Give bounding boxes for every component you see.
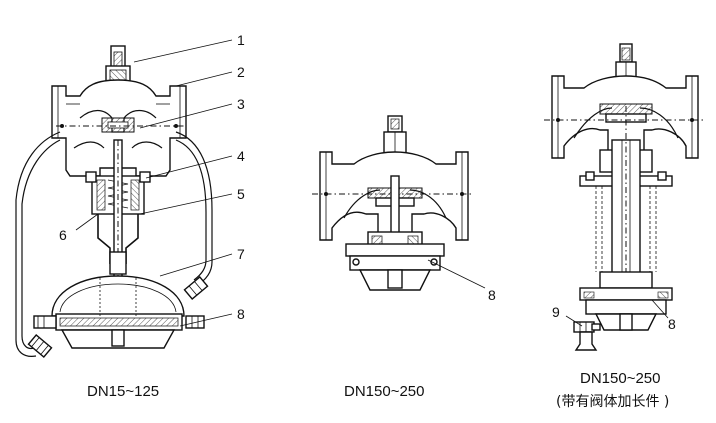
figure-2-caption: DN150~250 <box>344 383 424 400</box>
callout-3: 3 <box>237 96 245 112</box>
figure-2-valve <box>312 115 486 291</box>
figure-3-subcaption: (带有阀体加长件 ) <box>556 394 669 410</box>
figure-3-caption: DN150~250 <box>580 370 660 387</box>
callout-8-fig3: 8 <box>668 316 676 332</box>
callout-1: 1 <box>237 32 245 48</box>
callout-8: 8 <box>237 306 245 322</box>
figure-3-valve-extended <box>544 43 704 351</box>
callout-9-fig3: 9 <box>552 304 560 320</box>
callout-2: 2 <box>237 64 245 80</box>
callout-7: 7 <box>237 246 245 262</box>
callout-5: 5 <box>237 186 245 202</box>
figure-1-valve-with-actuator <box>15 39 233 359</box>
callout-4: 4 <box>237 148 245 164</box>
callout-8-fig2: 8 <box>488 287 496 303</box>
callout-6: 6 <box>59 227 67 243</box>
figure-1-caption: DN15~125 <box>87 383 159 400</box>
